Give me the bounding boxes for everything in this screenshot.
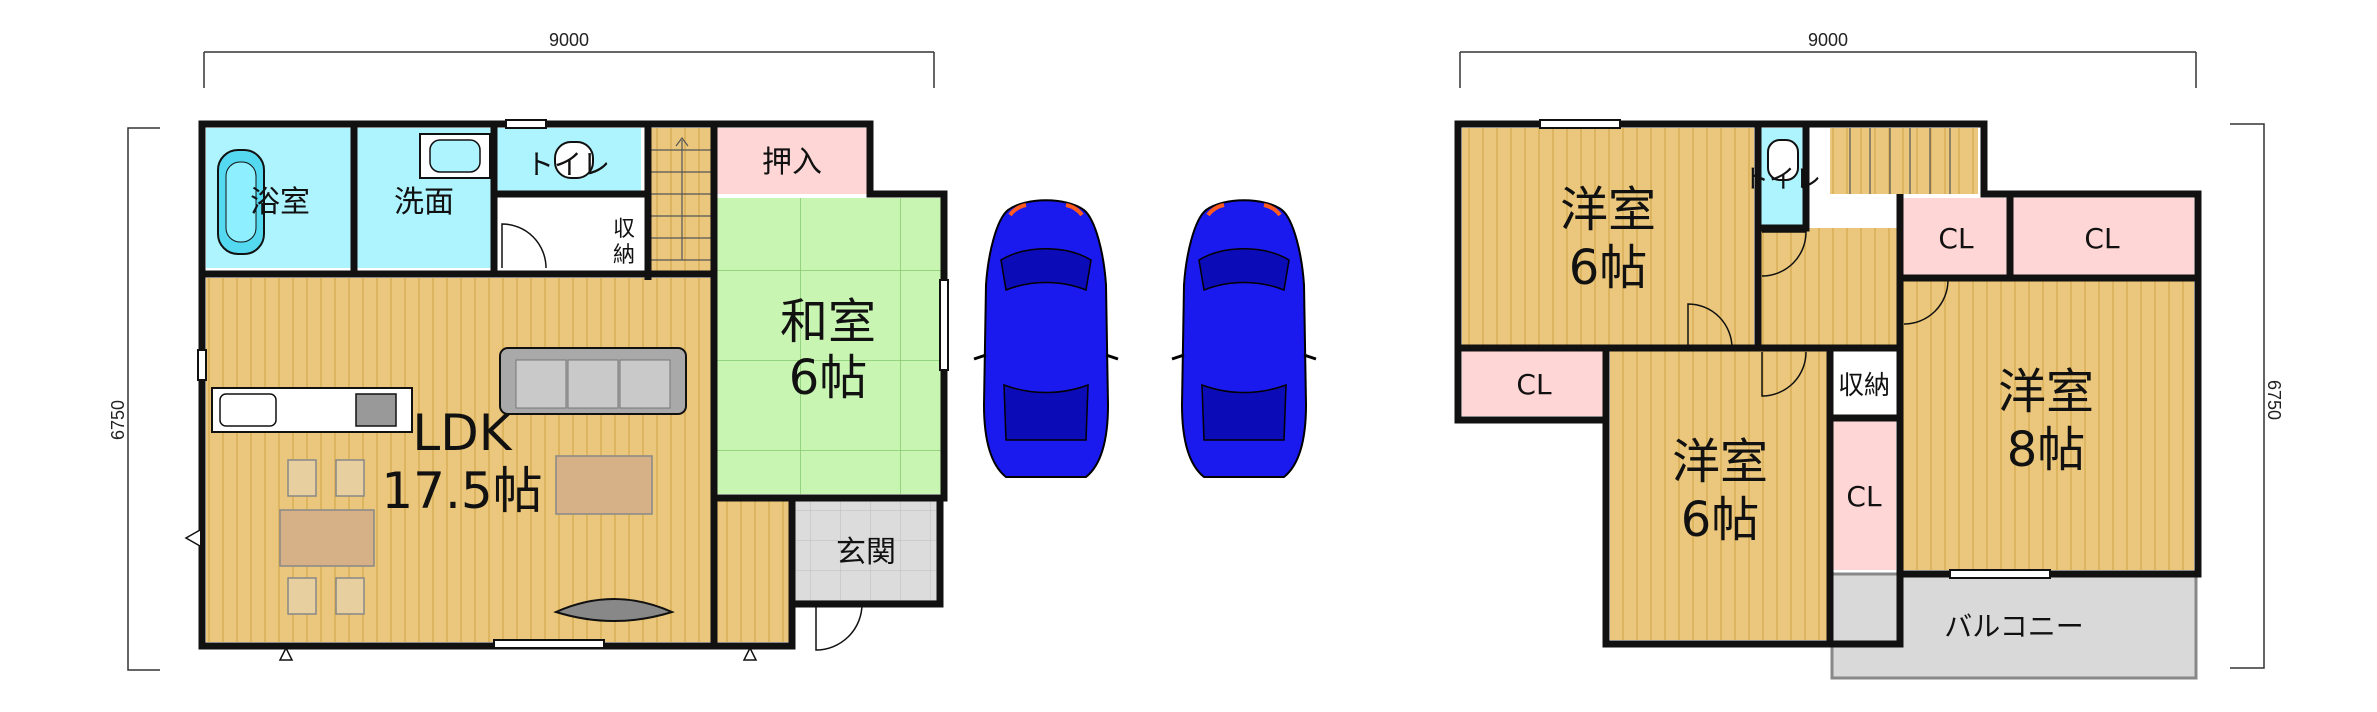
cl-side-floor — [1830, 420, 1896, 570]
floor-1-plan: 9000 6750 — [108, 30, 949, 671]
south-room-door — [1761, 351, 1807, 397]
floor2-width-dimension: 9000 — [1459, 30, 2197, 88]
coffee-table-icon — [555, 455, 653, 515]
toilet-label-2: トイレ — [1743, 165, 1821, 195]
floor1-depth-label: 6750 — [108, 400, 128, 440]
storage-floor-2 — [1830, 350, 1896, 416]
floor2-depth-label: 6750 — [2264, 380, 2284, 420]
oshiire-floor — [717, 128, 867, 194]
cl-left-label: CL — [1516, 368, 1552, 401]
hall-floor — [716, 498, 792, 642]
floor2-depth-dimension: 6750 — [2230, 123, 2284, 669]
washitsu-window — [939, 279, 949, 371]
entrance-label: 玄関 — [836, 535, 896, 570]
storage-label-2: 収納 — [1838, 371, 1890, 401]
west-room-door — [1687, 303, 1733, 349]
east-room-floor — [1900, 278, 2194, 570]
washitsu-size: 6帖 — [789, 350, 868, 406]
east-room-door — [1903, 279, 1949, 325]
floor2-width-label: 9000 — [1808, 30, 1848, 50]
balcony-label: バルコニー — [1944, 610, 2083, 643]
stair-floor-2 — [1830, 128, 1978, 194]
toilet-door-2 — [1761, 231, 1807, 277]
toilet-icon — [1767, 139, 1799, 181]
washitsu-name: 和室 — [780, 294, 876, 350]
east-room-name: 洋室 — [1998, 364, 2094, 420]
east-room-size: 8帖 — [2007, 422, 2086, 478]
floor1-width-dimension: 9000 — [203, 30, 935, 88]
cl-side-label: CL — [1846, 480, 1882, 513]
balcony-floor — [1830, 572, 2198, 680]
west-room-name: 洋室 — [1560, 182, 1656, 238]
kitchen-counter-icon — [211, 387, 413, 433]
south-room-size: 6帖 — [1681, 492, 1760, 548]
floor1-width-label: 9000 — [549, 30, 589, 50]
storage-label-2: 納 — [613, 243, 635, 268]
vent-icon — [743, 647, 757, 661]
east-room-window — [1949, 569, 2051, 579]
floor2-walls — [1454, 120, 2202, 648]
west-room-window — [1539, 119, 1621, 129]
toilet-window — [505, 119, 547, 129]
cl-top2-label: CL — [2084, 222, 2120, 255]
car-icon — [972, 198, 1120, 479]
bathtub-icon — [217, 149, 265, 255]
south-room-name: 洋室 — [1672, 434, 1768, 490]
washitsu-floor — [717, 198, 941, 494]
south-room-floor — [1610, 350, 1830, 640]
entrance-floor — [792, 498, 940, 602]
ldk-size: 17.5帖 — [381, 462, 542, 520]
car-icon — [1170, 198, 1318, 479]
cl-top1-label: CL — [1938, 222, 1974, 255]
oshiire-label: 押入 — [762, 145, 822, 180]
west-room-floor — [1462, 128, 1754, 348]
storage-label-1: 収 — [613, 217, 635, 242]
storage-floor — [600, 196, 647, 271]
toilet-door — [501, 223, 547, 269]
ldk-window-left — [197, 349, 207, 381]
vent-icon — [279, 647, 293, 661]
entrance-door — [815, 603, 863, 651]
dining-set-icon — [279, 459, 375, 615]
stairs-floor1 — [651, 137, 713, 261]
washbasin-icon — [419, 133, 491, 179]
cl-left-floor — [1462, 350, 1606, 416]
cl-top2-floor — [2012, 198, 2194, 276]
floor1-walls — [198, 120, 948, 650]
toilet-icon — [554, 141, 594, 179]
hall-floor-2 — [1758, 228, 1900, 348]
floor-2-plan: 9000 6750 — [1454, 30, 2284, 680]
cl-top1-floor — [1900, 198, 2010, 276]
ldk-name: LDK — [412, 404, 512, 462]
ldk-window-bottom — [493, 639, 605, 649]
washroom-label: 洗面 — [394, 185, 454, 220]
sofa-icon — [499, 347, 687, 415]
toilet-label: トイレ — [526, 148, 610, 181]
bath-label: 浴室 — [250, 185, 310, 220]
west-room-size: 6帖 — [1569, 240, 1648, 296]
stairs-floor2 — [1849, 128, 1951, 194]
vent-icon — [184, 529, 201, 547]
tv-stand-icon — [553, 598, 675, 622]
floor1-depth-dimension: 6750 — [108, 127, 160, 671]
